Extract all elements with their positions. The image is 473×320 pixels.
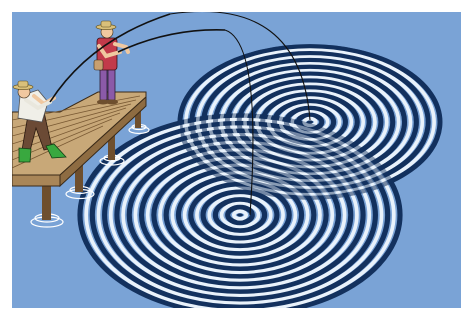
- ripple-center: [237, 213, 243, 216]
- ripple-center: [307, 120, 313, 123]
